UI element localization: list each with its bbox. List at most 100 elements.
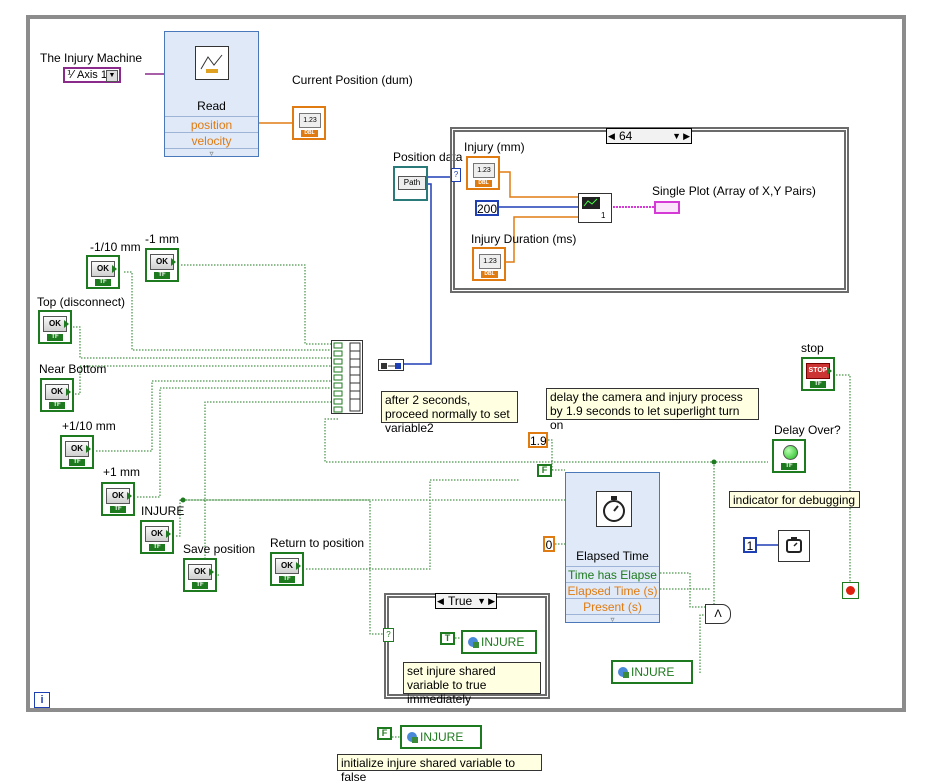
delay-over-indicator[interactable]: TF bbox=[772, 439, 806, 473]
minus-tenth-mm-label: -1/10 mm bbox=[90, 240, 141, 254]
chevron-right-icon[interactable]: ▶ bbox=[683, 131, 690, 141]
minus-mm-label: -1 mm bbox=[145, 232, 179, 246]
build-array-node[interactable] bbox=[331, 340, 363, 414]
shared-var-injure-read[interactable]: INJURE bbox=[611, 660, 693, 684]
constant-0[interactable]: 0 bbox=[543, 536, 555, 552]
path-control[interactable]: Path bbox=[393, 166, 428, 201]
axis-selector[interactable]: ⅟ Axis 1 ▼ bbox=[63, 67, 121, 83]
shared-var-injure-true[interactable]: INJURE bbox=[461, 630, 537, 654]
elapsed-time-node[interactable]: Elapsed Time Time has Elapse Elapsed Tim… bbox=[565, 472, 660, 624]
cluster-indicator[interactable] bbox=[654, 201, 680, 214]
near-bottom-button[interactable]: OK TF bbox=[40, 378, 74, 412]
numeric-display: 1.23 bbox=[473, 163, 495, 178]
read-terminal-position[interactable]: position bbox=[165, 116, 258, 133]
terminal-arrow-icon bbox=[127, 492, 132, 500]
comment-delay-camera: delay the camera and injury process by 1… bbox=[546, 388, 759, 432]
injury-duration-label: Injury Duration (ms) bbox=[471, 232, 577, 246]
case-selector-top[interactable]: ◀ 64 ▼ ▶ bbox=[606, 128, 692, 144]
wait-ms-icon[interactable] bbox=[778, 530, 810, 562]
position-data-label: Position data bbox=[393, 150, 463, 164]
ok-face: OK bbox=[45, 384, 69, 400]
read-terminal-velocity[interactable]: velocity bbox=[165, 132, 258, 149]
read-title: Read bbox=[197, 99, 226, 113]
comment-init-false: initialize injure shared variable to fal… bbox=[337, 754, 542, 784]
case-selector-bottom-value: True bbox=[448, 594, 473, 608]
constant-false-init[interactable]: F bbox=[377, 727, 392, 740]
save-position-label: Save position bbox=[183, 542, 256, 556]
comment-set-injure: set injure shared variable to true immed… bbox=[403, 662, 541, 706]
shared-var-name: INJURE bbox=[631, 665, 675, 679]
terminal-arrow-icon bbox=[296, 562, 301, 570]
bool-to-number-icon[interactable] bbox=[378, 359, 404, 371]
dbl-tag: DBL bbox=[475, 180, 492, 187]
block-diagram-frame bbox=[26, 15, 906, 712]
constant-true[interactable]: T bbox=[440, 632, 455, 645]
case-selector-terminal-bottom: ? bbox=[383, 628, 394, 642]
stop-button[interactable]: STOP TF bbox=[801, 357, 835, 391]
io-icon: ⅟ bbox=[67, 69, 74, 81]
constant-1-9[interactable]: 1.9 bbox=[528, 432, 548, 448]
elapsed-terminal-elapsed-time[interactable]: Elapsed Time (s) bbox=[566, 582, 659, 598]
current-position-label: Current Position (dum) bbox=[292, 73, 413, 87]
case-selector-value: 64 bbox=[619, 129, 633, 143]
constant-200[interactable]: 200 bbox=[475, 200, 499, 216]
info-icon[interactable]: i bbox=[34, 692, 50, 708]
chevron-down-icon[interactable]: ▼ bbox=[477, 596, 486, 606]
chevron-down-icon[interactable]: ▼ bbox=[672, 131, 681, 141]
stopwatch-icon bbox=[596, 491, 632, 527]
tf-tag: TF bbox=[192, 582, 208, 589]
motion-icon bbox=[195, 46, 229, 80]
single-plot-label: Single Plot (Array of X,Y Pairs) bbox=[652, 184, 816, 198]
tf-tag: TF bbox=[49, 402, 65, 409]
chevron-right-icon[interactable]: ▶ bbox=[488, 596, 495, 606]
chevron-down-icon[interactable]: ▿ bbox=[566, 614, 659, 624]
and-gate-icon[interactable]: Λ bbox=[705, 604, 731, 624]
constant-false[interactable]: F bbox=[537, 464, 552, 477]
build-xy-graph-icon[interactable]: 1 bbox=[578, 193, 612, 223]
ok-face: OK bbox=[91, 261, 115, 277]
terminal-arrow-icon bbox=[112, 265, 117, 273]
tf-tag: TF bbox=[149, 544, 165, 551]
chevron-left-icon[interactable]: ◀ bbox=[608, 131, 615, 141]
elapsed-time-title: Elapsed Time bbox=[576, 549, 649, 563]
current-position-indicator[interactable]: 1.23 DBL bbox=[292, 106, 326, 140]
terminal-arrow-icon bbox=[209, 568, 214, 576]
stop-dot-icon bbox=[846, 586, 855, 595]
terminal-arrow-icon bbox=[66, 388, 71, 396]
shared-var-injure-init[interactable]: INJURE bbox=[400, 725, 482, 749]
delay-over-label: Delay Over? bbox=[774, 423, 841, 437]
loop-stop-terminal-icon[interactable] bbox=[842, 582, 859, 599]
network-globe-icon bbox=[407, 732, 418, 743]
chevron-down-icon[interactable]: ▼ bbox=[106, 70, 118, 82]
injury-machine-label: The Injury Machine bbox=[40, 51, 143, 65]
read-node[interactable]: Read position velocity ▿ bbox=[164, 31, 259, 158]
svg-text:1: 1 bbox=[601, 211, 606, 220]
terminal-arrow-icon bbox=[86, 445, 91, 453]
minus-tenth-mm-button[interactable]: OK TF bbox=[86, 255, 120, 289]
chevron-left-icon[interactable]: ◀ bbox=[437, 596, 444, 606]
elapsed-terminal-present[interactable]: Present (s) bbox=[566, 598, 659, 615]
injury-duration-control[interactable]: 1.23 DBL bbox=[472, 247, 506, 281]
network-globe-icon bbox=[618, 667, 629, 678]
terminal-arrow-icon bbox=[64, 320, 69, 328]
terminal-arrow-icon bbox=[827, 367, 832, 375]
injury-mm-control[interactable]: 1.23 DBL bbox=[466, 156, 500, 190]
tf-tag: TF bbox=[69, 459, 85, 466]
tf-tag: TF bbox=[154, 272, 170, 279]
elapsed-terminal-time-elapsed[interactable]: Time has Elapse bbox=[566, 566, 659, 583]
plus-tenth-mm-label: +1/10 mm bbox=[62, 419, 116, 433]
case-selector-bottom[interactable]: ◀ True ▼ ▶ bbox=[435, 593, 497, 609]
comment-indicator-debugging: indicator for debugging bbox=[729, 491, 860, 508]
tf-tag: TF bbox=[95, 279, 111, 286]
tf-tag: TF bbox=[781, 463, 797, 470]
shared-var-name: INJURE bbox=[481, 635, 525, 649]
chevron-down-icon[interactable]: ▿ bbox=[165, 148, 258, 158]
constant-1[interactable]: 1 bbox=[743, 537, 757, 553]
